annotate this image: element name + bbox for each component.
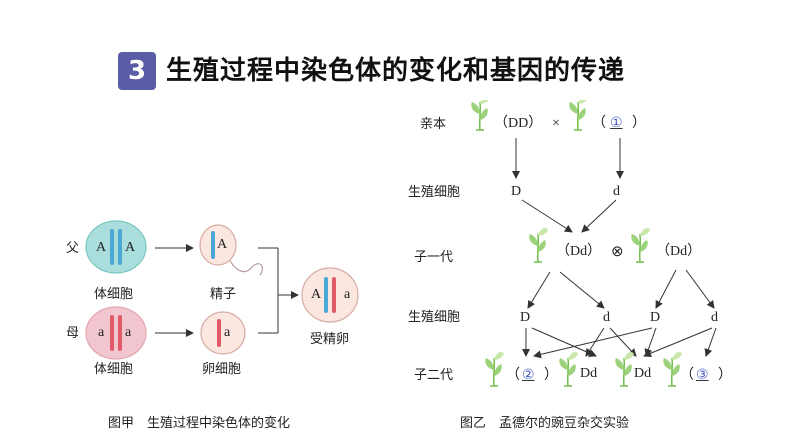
f2-genotype-dd-1: Dd [580, 366, 597, 382]
f2-plant-3 [615, 352, 634, 386]
father-cell-label: 体细胞 [94, 287, 133, 303]
arrow-f1l-to-d [560, 272, 604, 308]
row-label-f1: 子一代 [414, 250, 453, 266]
zygote-allele-1: A [311, 287, 321, 303]
sperm-tail [228, 257, 262, 275]
mother-chromosome-2 [118, 315, 122, 351]
parent-genotype-dd: （DD） [494, 116, 542, 132]
parent-plant-dd [471, 100, 490, 130]
gamete2-d-2: d [711, 310, 718, 326]
father-chromosome-2 [118, 229, 122, 265]
zygote-chromosome-blue [324, 277, 328, 313]
parent-blank-close: ） [632, 116, 646, 132]
egg-allele: a [224, 325, 230, 341]
arrow-f1l-to-D [528, 272, 550, 308]
f2-blank3-open: （ [680, 368, 694, 384]
arrow-g2-2 [532, 328, 596, 356]
f2-genotype-dd-2: Dd [634, 366, 651, 382]
f2-plant-2 [559, 352, 578, 386]
gamete-D: D [511, 184, 521, 200]
arrow-g2-8 [706, 328, 716, 356]
arrow-D-to-f1 [522, 200, 572, 232]
gamete-d: d [613, 184, 620, 200]
mother-cell-label: 体细胞 [94, 362, 133, 378]
row-label-gametes-1: 生殖细胞 [408, 185, 460, 201]
father-allele-2: A [125, 240, 135, 256]
sperm-allele: A [217, 237, 227, 253]
section-number-badge: 3 [118, 52, 156, 90]
parent-plant-blank [569, 100, 588, 130]
arrow-f1r-to-d [686, 270, 714, 308]
f1-genotype-left: （Dd） [556, 244, 601, 260]
section-header: 3 生殖过程中染色体的变化和基因的传递 [118, 52, 678, 96]
zygote-chromosome-red [332, 277, 336, 313]
f1-plant-right [631, 228, 650, 262]
father-body-cell [86, 221, 146, 273]
mother-allele-2: a [125, 325, 131, 341]
father-allele-1: A [96, 240, 106, 256]
row-label-parents: 亲本 [420, 117, 446, 133]
row-label-gametes-2: 生殖细胞 [408, 310, 460, 326]
sperm-label: 精子 [210, 287, 236, 303]
gamete2-d-1: d [603, 310, 610, 326]
father-chromosome-1 [110, 229, 114, 265]
f2-blank3-close: ） [718, 368, 732, 384]
row-label-f2: 子二代 [414, 368, 453, 384]
arrow-g2-4 [610, 328, 636, 356]
f2-blank-3: ③ [696, 368, 709, 384]
egg-cell [201, 312, 245, 354]
gamete2-D-2: D [650, 310, 660, 326]
section-title: 生殖过程中染色体的变化和基因的传递 [166, 52, 625, 90]
f1-genotype-right: （Dd） [656, 244, 701, 260]
gamete2-D-1: D [520, 310, 530, 326]
father-label: 父 [66, 241, 79, 257]
arrow-d-to-f1 [582, 200, 616, 232]
egg-label: 卵细胞 [202, 362, 241, 378]
arrow-g2-5 [534, 328, 652, 356]
egg-chromosome [217, 319, 221, 347]
self-cross-symbol: ⊗ [611, 244, 624, 260]
figure-a-caption: 图甲 生殖过程中染色体的变化 [108, 412, 290, 431]
cross-symbol: × [552, 116, 560, 132]
sperm-chromosome [211, 231, 215, 259]
figure-b-caption: 图乙 孟德尔的豌豆杂交实验 [460, 412, 629, 431]
parent-blank-open: （ [592, 116, 606, 132]
zygote-allele-2: a [344, 287, 350, 303]
f1-plant-left [529, 228, 548, 262]
mother-allele-1: a [98, 325, 104, 341]
f2-blank2-open: （ [506, 368, 520, 384]
f2-plant-1 [485, 352, 504, 386]
mother-chromosome-1 [110, 315, 114, 351]
mother-label: 母 [66, 326, 79, 342]
f2-blank2-close: ） [544, 368, 558, 384]
zygote-label: 受精卵 [310, 332, 349, 348]
mother-body-cell [86, 307, 146, 359]
f2-blank-2: ② [522, 368, 535, 384]
parent-blank-1: ① [610, 116, 623, 132]
arrow-f1r-to-D [656, 270, 676, 308]
